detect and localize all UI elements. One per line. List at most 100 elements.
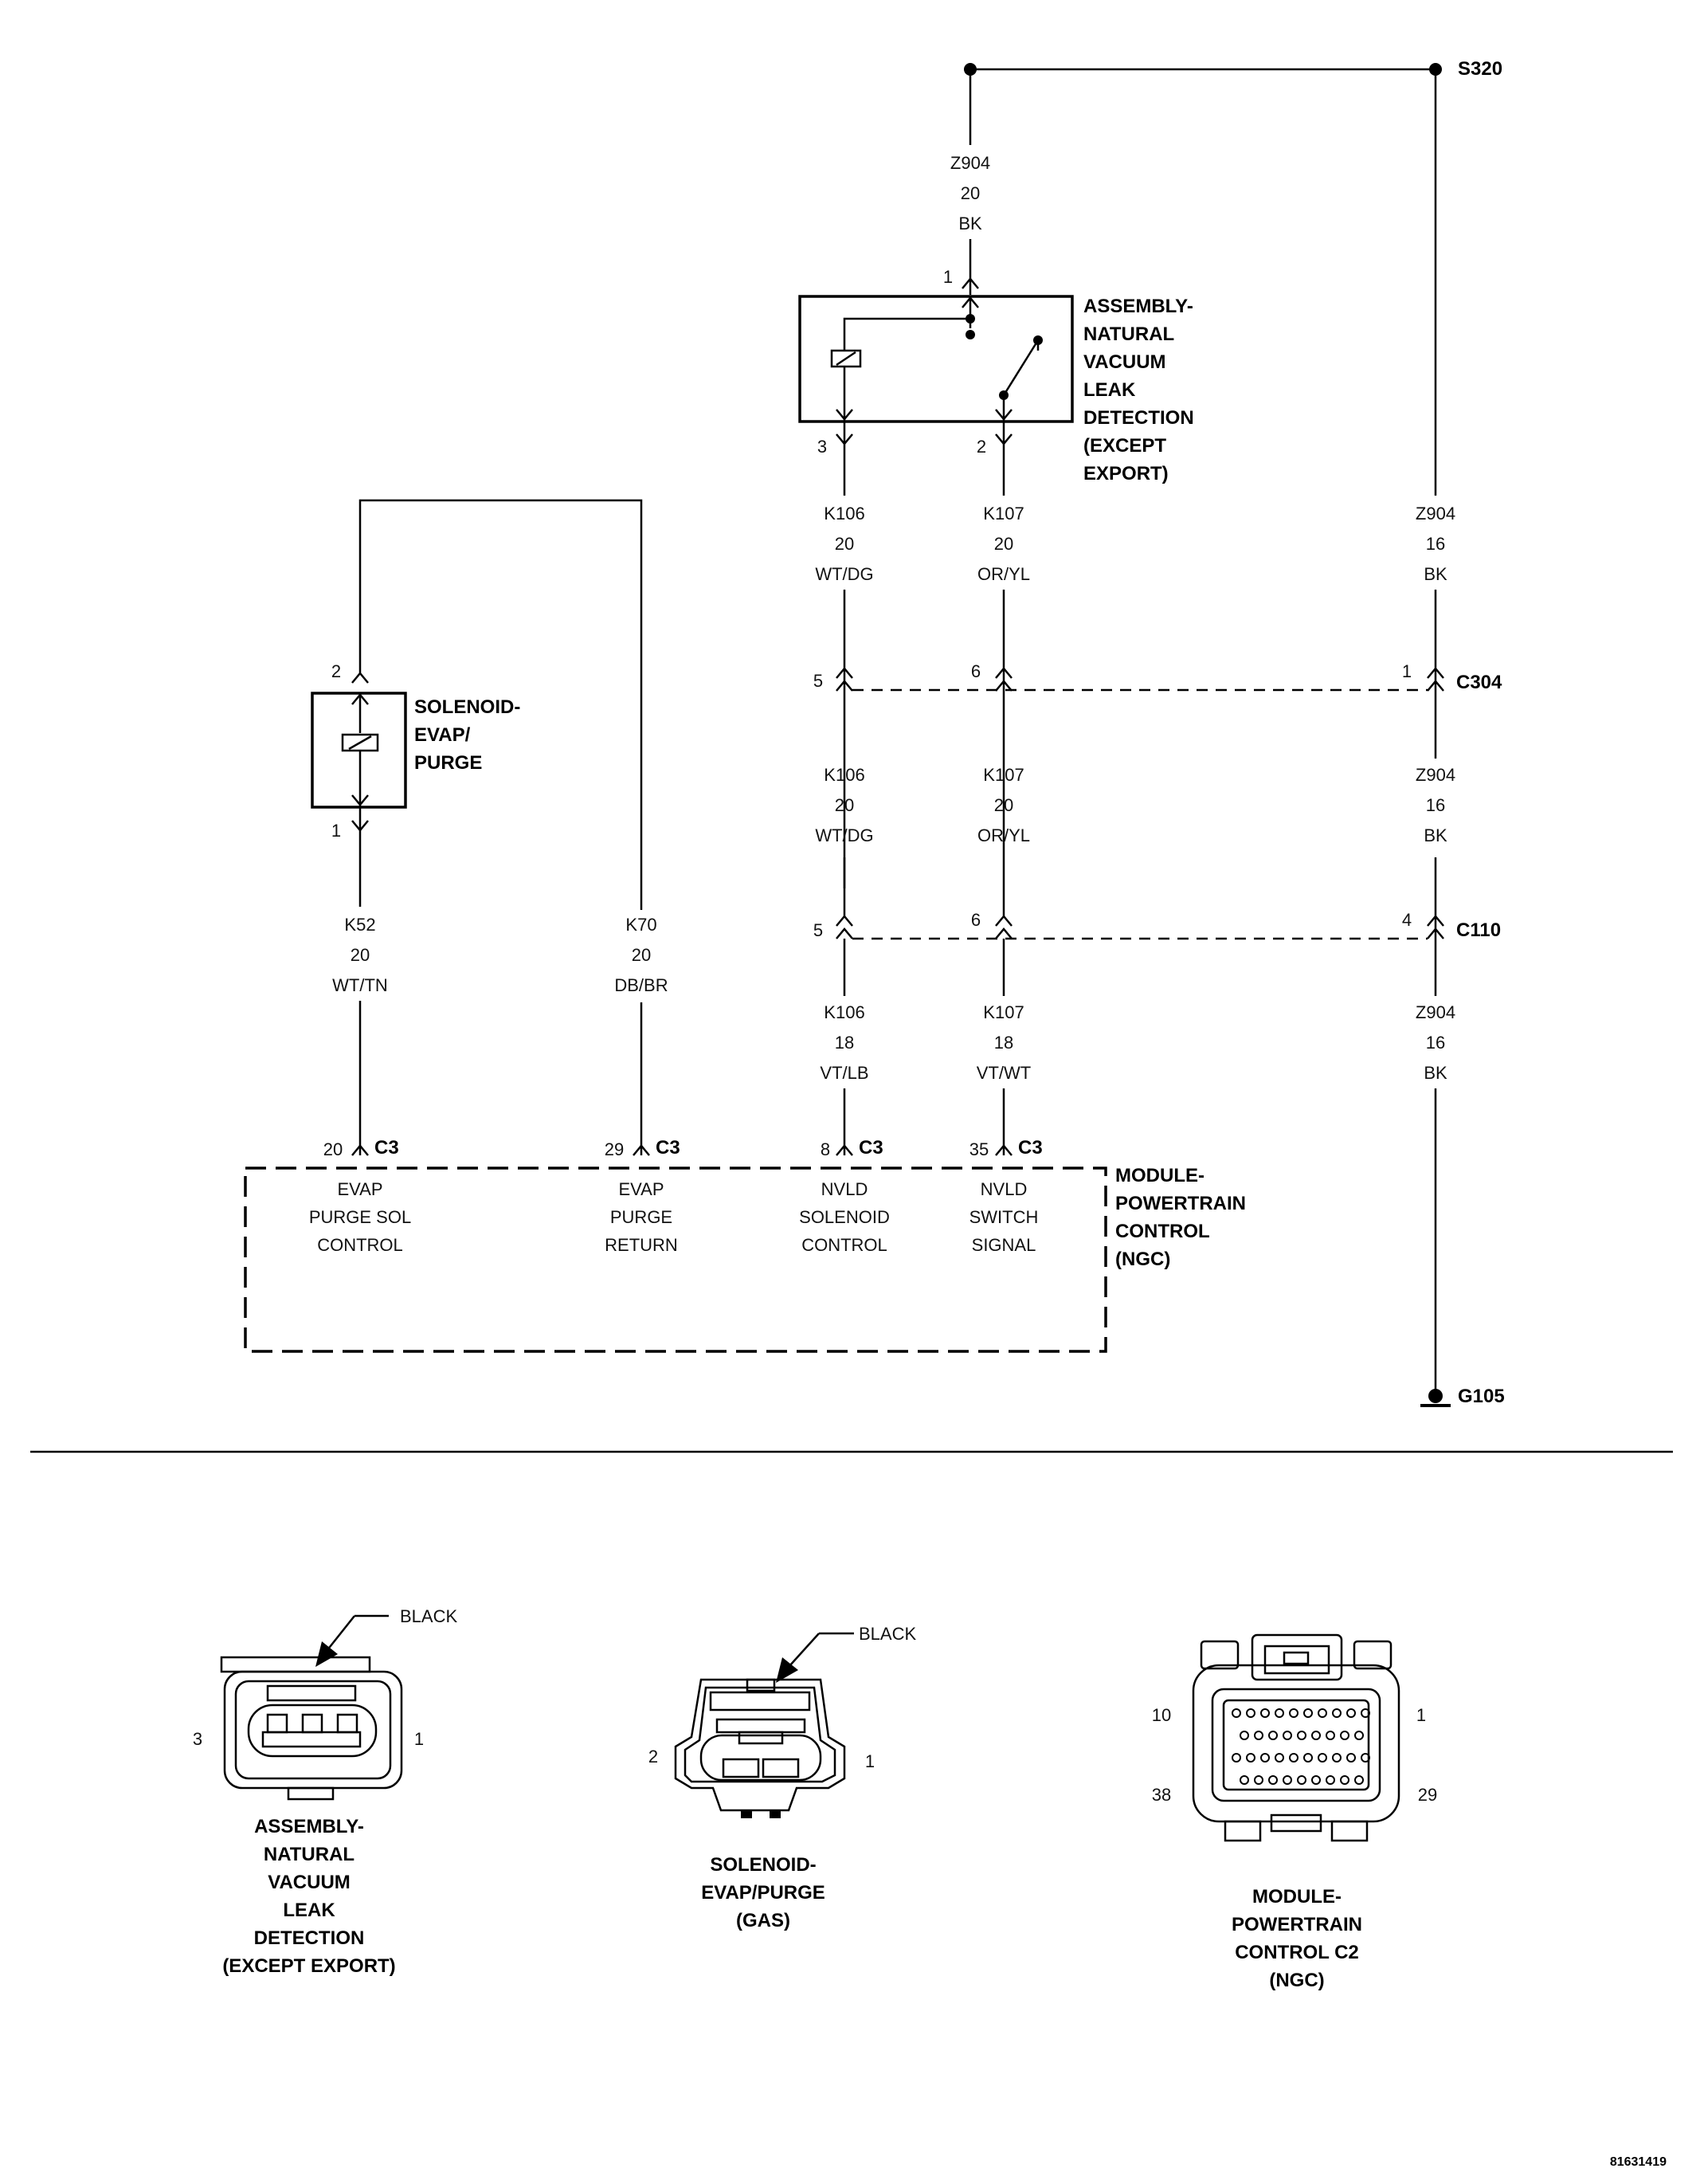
c304-connector-symbol	[1427, 667, 1444, 692]
pin-number: 3	[193, 1729, 202, 1749]
nvld-label-line: DETECTION	[1083, 407, 1194, 429]
wire-circuit: K107	[983, 765, 1024, 785]
pcm-pin-label-line: SOLENOID	[799, 1207, 890, 1227]
pin-cavity	[1361, 1753, 1370, 1762]
connector-latch	[746, 1678, 776, 1692]
connector-color-label: BLACK	[859, 1624, 916, 1644]
pin-cavity	[1260, 1708, 1270, 1718]
wire-color: BK	[1424, 564, 1447, 584]
pin-cavity	[1332, 1753, 1342, 1762]
nvld-assembly-box	[798, 295, 1074, 423]
c304-connector-symbol	[836, 667, 853, 692]
wire-circuit: K106	[824, 765, 864, 785]
solenoid-label: SOLENOID- EVAP/ PURGE	[414, 696, 520, 774]
pcm-pin-label-line: PURGE SOL	[309, 1207, 411, 1227]
splice-s320-label: S320	[1458, 58, 1502, 80]
connector-caption-line: DETECTION	[254, 1927, 365, 1949]
pin-cavity	[1318, 1753, 1327, 1762]
pcm-pin-label-nvld-switch: NVLD SWITCH SIGNAL	[969, 1179, 1039, 1255]
wire-gauge: 16	[1426, 795, 1445, 815]
pin-cavity	[1246, 1708, 1255, 1718]
connector-cavity	[1222, 1699, 1370, 1791]
ground-symbol	[1428, 1389, 1443, 1403]
nvld-label-line: (EXCEPT	[1083, 435, 1166, 457]
pcm-pin-label-line: NVLD	[821, 1179, 868, 1199]
pin-terminal	[762, 1758, 800, 1778]
pin-number: 4	[1402, 910, 1412, 930]
wire-circuit: Z904	[1416, 765, 1455, 785]
pin-cavity	[1318, 1708, 1327, 1718]
wire-gauge: 18	[994, 1033, 1013, 1053]
pin-cavity	[1297, 1731, 1306, 1740]
connector-body	[674, 1678, 846, 1812]
connector-tab	[770, 1810, 781, 1818]
connector-female-symbol	[351, 1144, 369, 1156]
pcm-label: MODULE- POWERTRAIN CONTROL (NGC)	[1115, 1165, 1246, 1270]
solenoid-internal-arrow	[351, 794, 369, 806]
wire-circuit: K107	[983, 1002, 1024, 1022]
pin-cavity	[1275, 1753, 1284, 1762]
wire-color: VT/LB	[820, 1063, 868, 1083]
pin-number: 1	[943, 267, 953, 287]
wire-color: VT/WT	[977, 1063, 1031, 1083]
pin-number: 38	[1152, 1785, 1171, 1805]
nvld-internal-line	[843, 317, 970, 351]
pin-cavity	[1303, 1708, 1313, 1718]
wire-color: BK	[1424, 1063, 1447, 1083]
figure-id: 81631419	[1610, 2155, 1667, 2169]
connector-caption-line: NATURAL	[264, 1844, 354, 1865]
wire-circuit: Z904	[950, 153, 990, 173]
pin-cavity	[1332, 1708, 1342, 1718]
connector-caption-line: (GAS)	[736, 1910, 790, 1931]
connector-caption-line: CONTROL C2	[1235, 1942, 1359, 1963]
pin-cavity	[1354, 1731, 1364, 1740]
wire-circuit: K70	[625, 915, 656, 935]
pcm-module-box	[244, 1166, 1107, 1353]
pin-number: 2	[648, 1747, 658, 1766]
connector-color-label: BLACK	[400, 1606, 457, 1626]
connector-c3-label: C3	[374, 1137, 399, 1159]
wire-color: OR/YL	[977, 825, 1030, 845]
pin-cavity	[1275, 1708, 1284, 1718]
connector-female-symbol	[836, 1144, 853, 1156]
connector-c3-label: C3	[1018, 1137, 1043, 1159]
pcm-pin-label-nvld-sol: NVLD SOLENOID CONTROL	[799, 1179, 890, 1255]
ground-g105-label: G105	[1458, 1386, 1505, 1407]
pcm-pin-label-line: SWITCH	[969, 1207, 1039, 1227]
pin-cavity	[1254, 1731, 1263, 1740]
pcm-pin-label-line: CONTROL	[317, 1235, 403, 1255]
solenoid-internal-arrow	[351, 693, 369, 705]
solenoid-label-line: SOLENOID-	[414, 696, 520, 718]
pin-cavity	[1326, 1775, 1335, 1785]
pin-number: 6	[971, 661, 981, 681]
connector-tab	[741, 1810, 752, 1818]
pin-number: 6	[971, 910, 981, 930]
pin-number: 1	[865, 1751, 875, 1771]
solenoid-label-line: EVAP/	[414, 724, 471, 746]
connector-caption-line: POWERTRAIN	[1232, 1914, 1362, 1935]
connector-tab	[1330, 1820, 1369, 1842]
connector-cavity	[699, 1734, 822, 1782]
pin-number: 20	[323, 1139, 343, 1159]
wire-gauge: 18	[835, 1033, 854, 1053]
c110-connector-symbol	[995, 915, 1013, 939]
pcm-label-line: (NGC)	[1115, 1249, 1170, 1270]
nvld-label-line: LEAK	[1083, 379, 1136, 401]
solenoid-connector-view: BLACK 2 1 SOLENOID- EVAP/PURGE (GAS)	[648, 1624, 917, 1931]
connector-body-inner	[234, 1680, 392, 1780]
pcm-pin-label-evap-return: EVAP PURGE RETURN	[605, 1179, 678, 1255]
pin-cavity	[1260, 1753, 1270, 1762]
pin-cavity	[1268, 1731, 1278, 1740]
wire-color: WT/TN	[332, 975, 388, 995]
pin-number: 1	[1402, 661, 1412, 681]
connector-body-inner	[1211, 1688, 1381, 1802]
pin-number: 1	[1416, 1705, 1426, 1725]
nvld-label-line: ASSEMBLY-	[1083, 296, 1193, 317]
wire-gauge: 20	[835, 534, 854, 554]
connector-tab	[1224, 1820, 1262, 1842]
pin-number: 2	[977, 437, 986, 457]
pin-cavity	[1311, 1775, 1321, 1785]
pin-number: 8	[821, 1139, 830, 1159]
connector-cavity	[247, 1704, 378, 1758]
